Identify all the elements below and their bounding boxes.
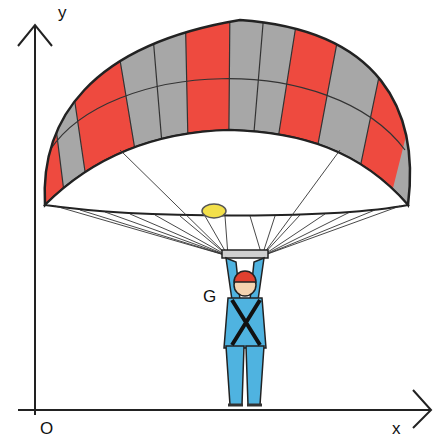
ring bbox=[202, 204, 226, 218]
origin-label: O bbox=[40, 420, 53, 437]
axis-label: y bbox=[58, 4, 67, 21]
canopy bbox=[0, 0, 436, 240]
suspension-lines bbox=[55, 150, 400, 256]
axes bbox=[18, 25, 431, 428]
point-label: G bbox=[203, 288, 216, 305]
parachutist bbox=[222, 250, 268, 405]
axis-label: x bbox=[392, 420, 401, 437]
canopy-underside bbox=[45, 130, 408, 216]
